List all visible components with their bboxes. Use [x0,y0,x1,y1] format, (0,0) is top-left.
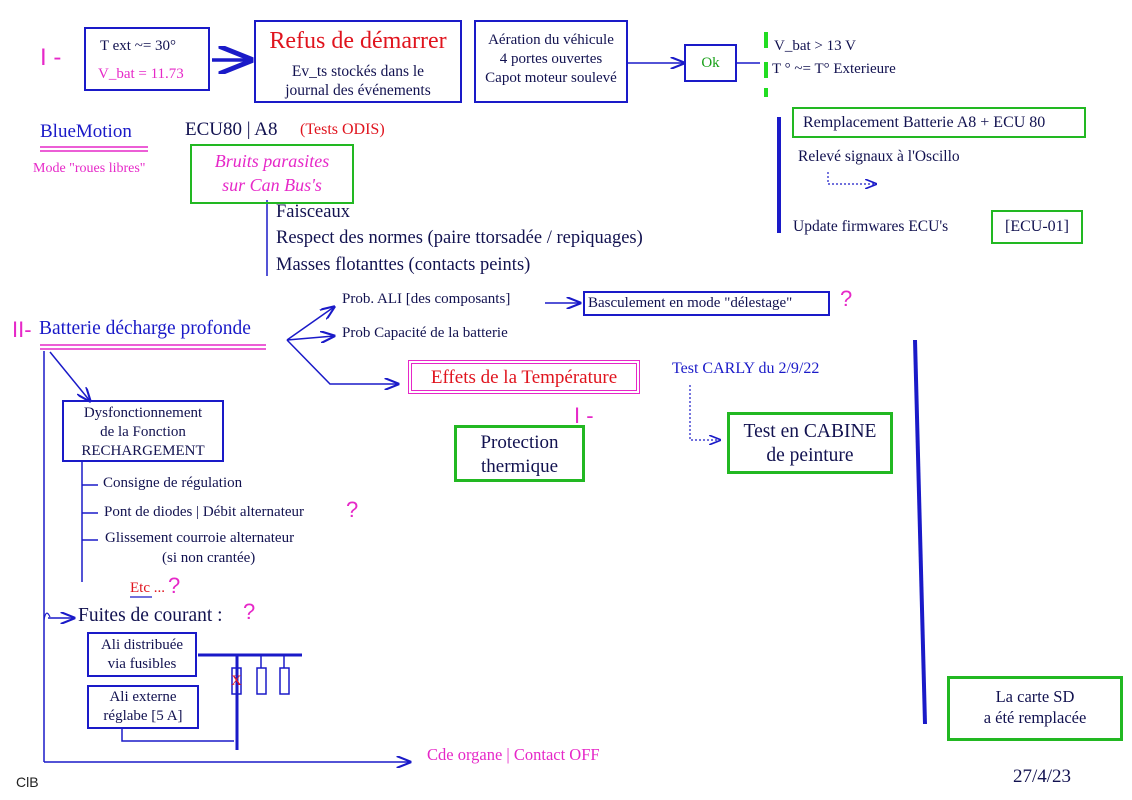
delestage-box: Basculement en mode "délestage" [583,291,830,316]
bluemotion-mode: Mode "roues libres" [33,161,146,176]
aeration-line1: Aération du véhicule [488,32,614,48]
sd-card-box: La carte SD a été remplacée [947,676,1123,741]
ali-ext-line2: réglabe [5 A] [103,708,183,724]
refus-title: Refus de démarrer [269,28,447,54]
cabine-line1: Test en CABINE [743,421,877,442]
bruits-line1: Bruits parasites [214,151,330,171]
ok-box: Ok [684,44,737,82]
ali-dist-box: Ali distribuée via fusibles [87,632,197,677]
etc-question: ? [168,573,181,598]
can-item: Respect des normes (paire ttorsadée / re… [276,228,643,248]
vbat-result: V_bat > 13 V [774,38,856,54]
can-item: Masses flotanttes (contacts peints) [276,255,531,275]
t-ext-label: T ext ~= 30° [100,38,177,54]
protection-box: Protection thermique [454,425,585,482]
aeration-line3: Capot moteur soulevé [485,70,617,86]
date-label: 27/4/23 [1013,766,1072,787]
refus-line1: Ev_ts stockés dans le [291,63,425,80]
diodes-question: ? [346,497,359,522]
ecu-tag-box: [ECU-01] [991,210,1083,244]
sd-card-line2: a été remplacée [983,708,1087,727]
fuites-question: ? [243,599,256,624]
oscillo-label: Relevé signaux à l'Oscillo [798,148,960,165]
conditions-box: T ext ~= 30° V_bat = 11.73 [84,27,210,91]
recharge-line3: RECHARGEMENT [81,443,205,459]
v-bat-label: V_bat = 11.73 [98,66,184,82]
ali-dist-line1: Ali distribuée [100,637,184,653]
temp-result: T ° ~= T° Exterieure [772,61,896,77]
section-roman-1: I - [40,44,62,71]
cde-organe-label: Cde organe | Contact OFF [427,745,600,764]
recharge-item: Pont de diodes | Débit alternateur [104,504,305,520]
fuse-cross-icon: X [231,673,242,689]
etc-label: Etc ... [130,580,165,596]
author-label: ClB [16,774,39,790]
effets-label: Effets de la Température [430,367,618,388]
update-label: Update firmwares ECU's [793,218,949,235]
protection-line2: thermique [480,456,559,477]
recharge-line1: Dysfonctionnement [83,405,203,421]
can-item: Faisceaux [276,202,350,222]
section-roman-2: II- [12,317,32,342]
recharge-item: Glissement courroie alternateur [105,530,295,546]
protection-line1: Protection [480,432,559,453]
refus-box: Refus de démarrer Ev_ts stockés dans le … [254,20,462,103]
cabine-line2: de peinture [766,445,854,466]
recharge-box: Dysfonctionnement de la Fonction RECHARG… [62,400,224,462]
replacement-box: Remplacement Batterie A8 + ECU 80 [792,107,1086,138]
batterie-title: Batterie décharge profonde [39,318,251,339]
section-roman-small: I - [574,403,594,428]
ecu-label: ECU80 | A8 [185,119,278,140]
bruits-box: Bruits parasites sur Can Bus's [190,144,354,204]
ecu-tests: (Tests ODIS) [300,121,385,138]
ali-ext-box: Ali externe réglabe [5 A] [87,685,199,729]
bruits-line2: sur Can Bus's [222,175,322,195]
capacite-label: Prob Capacité de la batterie [342,325,508,341]
aeration-box: Aération du véhicule 4 portes ouvertes C… [474,20,628,103]
recharge-item: Consigne de régulation [103,475,243,491]
refus-line2: journal des événements [285,82,431,99]
ali-ext-line1: Ali externe [109,689,177,705]
ali-label: Prob. ALI [des composants] [342,291,511,307]
carly-label: Test CARLY du 2/9/22 [672,360,820,377]
delestage-question: ? [840,286,853,311]
sd-card-line1: La carte SD [995,687,1075,706]
bluemotion-title: BlueMotion [40,121,132,142]
fuites-title: Fuites de courant : [78,605,223,626]
recharge-line2: de la Fonction [100,424,186,440]
recharge-item: (si non crantée) [162,550,256,566]
effets-box: Effets de la Température [408,360,640,394]
cabine-box: Test en CABINE de peinture [727,412,893,474]
ali-dist-line2: via fusibles [107,656,177,672]
aeration-line2: 4 portes ouvertes [499,51,603,67]
